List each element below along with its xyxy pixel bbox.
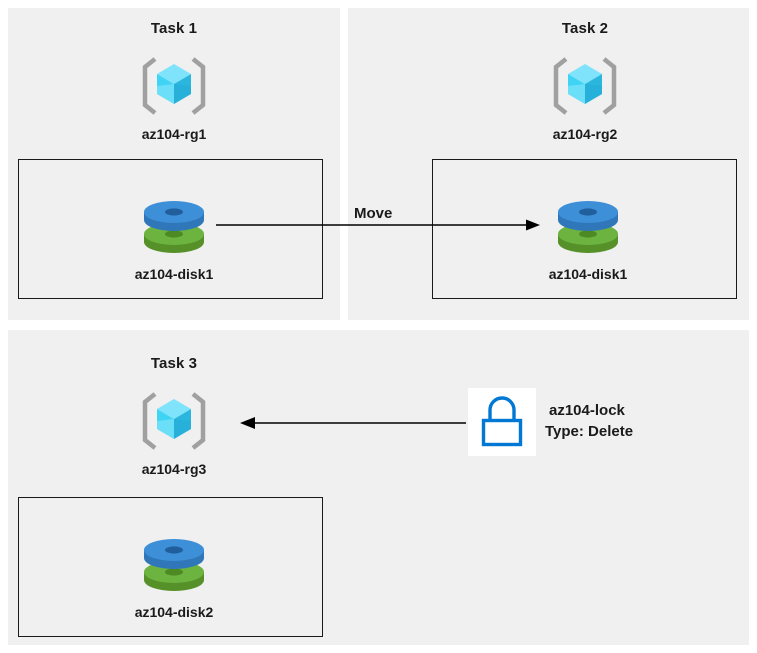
managed-disk-icon [139,534,209,596]
resource-group-icon [141,391,207,451]
resource-group-icon [141,56,207,116]
resource-group-icon [552,56,618,116]
managed-disk-icon [139,196,209,258]
lock-text-block: az104-lock Type: Delete [545,400,745,442]
lock-icon [476,395,528,449]
lock-arrow-connector [240,412,466,434]
task-2-title: Task 2 [561,20,609,37]
resource-group-name-rg2: az104-rg2 [552,126,618,142]
lock-name: az104-lock [549,402,625,419]
task-3-title: Task 3 [150,355,198,372]
resource-group-name-rg1: az104-rg1 [141,126,207,142]
resource-name-disk2: az104-disk2 [134,604,214,620]
resource-group-name-rg3: az104-rg3 [141,461,207,477]
task-1-title: Task 1 [150,20,198,37]
lock-type: Type: Delete [545,423,634,440]
managed-disk-icon [553,196,623,258]
resource-name-disk1-destination: az104-disk1 [548,266,628,282]
lock-icon-tile [468,388,536,456]
move-connector-label: Move [354,205,393,222]
move-arrow-connector [216,214,540,236]
resource-name-disk1-source: az104-disk1 [134,266,214,282]
